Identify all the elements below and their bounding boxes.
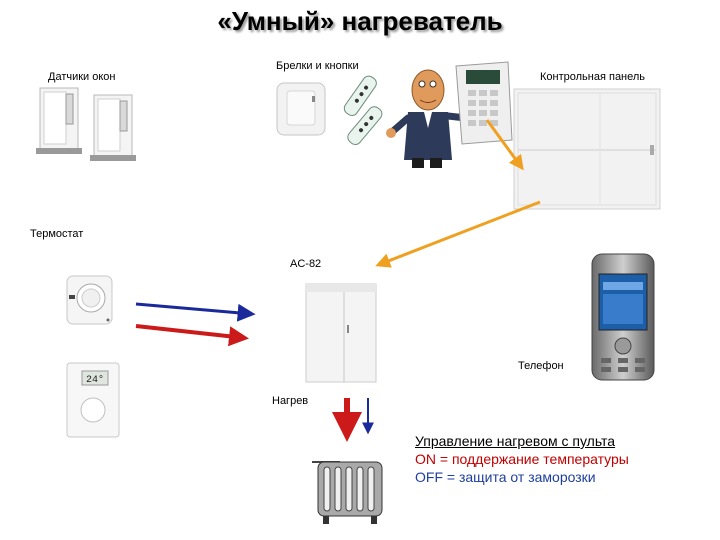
user-figure-icon	[386, 69, 473, 168]
phone-icon	[591, 253, 655, 381]
label-heating: Нагрев	[272, 395, 309, 407]
label-window-sensors: Датчики окон	[48, 71, 116, 83]
note-line-3: OFF = защита от заморозки	[415, 469, 596, 485]
page-title: «Умный» нагреватель	[217, 6, 503, 36]
window-sensor-icon	[90, 94, 136, 161]
keypad-icon	[455, 61, 513, 145]
label-hub: AC-82	[290, 258, 322, 270]
note-line-2: ON = поддержание температуры	[415, 451, 629, 467]
label-keyfobs: Брелки и кнопки	[276, 60, 359, 72]
wall-button-icon	[276, 82, 326, 136]
note-line-1: Управление нагревом с пульта	[415, 433, 616, 449]
hub-cabinet-icon	[305, 283, 377, 383]
arrow-panel-to-hub	[375, 200, 541, 268]
thermostat-display-value: 24°	[86, 374, 104, 386]
label-phone: Телефон	[518, 360, 564, 372]
arrow-keypad-to-panel	[485, 119, 524, 171]
dial-thermostat-icon	[66, 275, 113, 325]
keyfob-icon	[347, 106, 383, 145]
keyfob-icon	[343, 75, 377, 116]
label-thermostat: Термостат	[30, 228, 84, 240]
label-control-panel: Контрольная панель	[540, 71, 646, 83]
window-sensor-icon	[36, 87, 82, 154]
radiator-icon	[312, 461, 383, 524]
arrow-thermostat-blue	[135, 302, 256, 322]
digital-thermostat-icon	[66, 362, 120, 438]
control-panel-cabinet-icon	[513, 88, 661, 210]
heating-control-note: Управление нагревом с пульта ON = поддер…	[415, 432, 629, 486]
arrow-thermostat-red	[135, 324, 249, 347]
